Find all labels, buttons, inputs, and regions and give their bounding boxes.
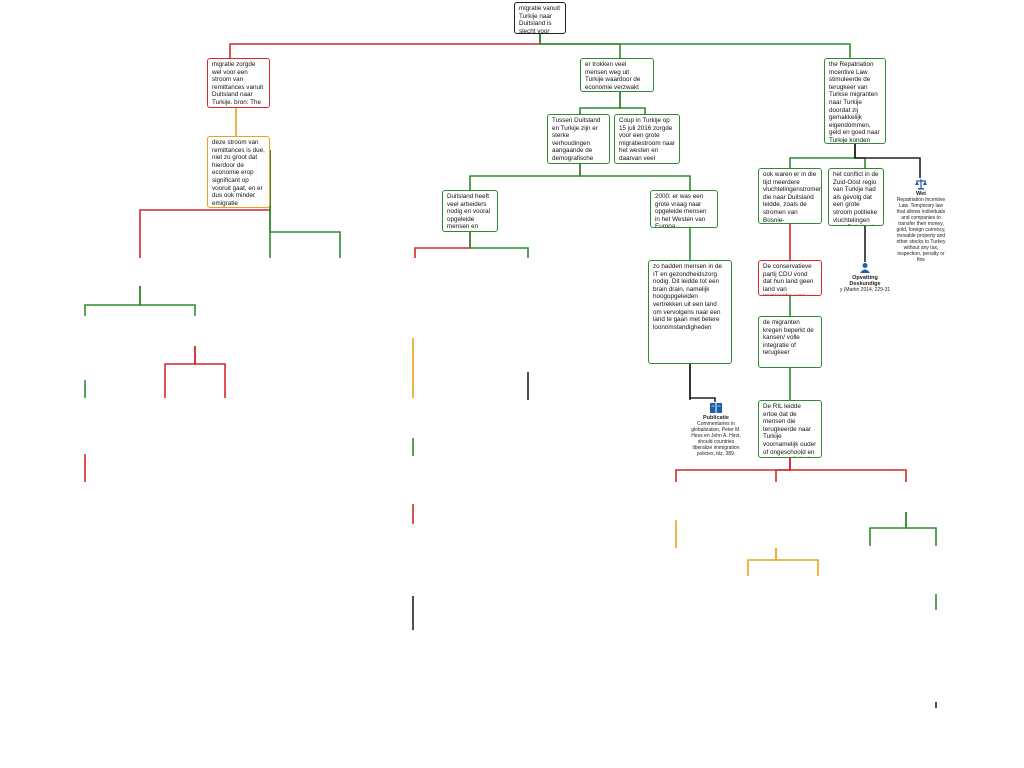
node-text: Tussen Duitsland en Turkije zijn er ster… — [552, 117, 601, 163]
argument-node[interactable]: bijdrage de migranten kregen beperkt de … — [758, 316, 822, 368]
resource-wet[interactable]: Wet Repatriation Incentive Law. Temporar… — [896, 178, 946, 263]
argument-node[interactable]: omkering deze stroom van remittances is … — [207, 136, 270, 208]
node-text: de migranten kregen beperkt de kansen/ v… — [763, 319, 816, 357]
argument-node[interactable]: bijdrage ook waren er in die tijd meerde… — [758, 168, 822, 224]
node-text: the Repatriation Incentive Law stimuleer… — [829, 61, 880, 144]
book-icon — [710, 403, 722, 413]
resource-text: Repatriation Incentive Law. Temporary la… — [896, 197, 946, 263]
node-text: De conservatieve partij CDU vond dat hun… — [763, 263, 814, 295]
argument-node[interactable]: bezwaar De conservatieve partij CDU vond… — [758, 260, 822, 296]
node-text: er trokken veel mensen weg uit Turkije w… — [585, 61, 643, 91]
node-text: ook waren er in die tijd meerdere vlucht… — [763, 171, 822, 224]
argument-node[interactable]: bijdrage er trokken veel mensen weg uit … — [580, 58, 654, 92]
resource-publicatie[interactable]: Publicatie Commentaries in globalization… — [690, 402, 742, 457]
argument-node[interactable]: bijdrage zo hadden mensen in de IT en ge… — [648, 260, 732, 364]
node-text: Duitsland heeft veel arbeiders nodig en … — [447, 193, 491, 231]
node-text: migratie zorgde wel voor een stroom van … — [212, 61, 264, 107]
expert-icon — [860, 263, 870, 273]
argument-node[interactable]: bijdrage Coup in Turkije op 15 juli 2016… — [614, 114, 680, 164]
resource-kind: Wet — [916, 191, 926, 197]
node-text: het conflict in de Zuid-Oost regio van T… — [833, 171, 879, 225]
node-text: Coup in Turkije op 15 juli 2016 zorgde v… — [619, 117, 675, 163]
root-node[interactable]: migratie vanuit Turkije naar Duitsland i… — [514, 2, 566, 34]
node-text: 2000: er was een grote vraag naar opgele… — [655, 193, 709, 228]
resource-text: Commentaries in globalization, Peter M. … — [691, 421, 741, 457]
argument-node[interactable]: bijdrage Tussen Duitsland en Turkije zij… — [547, 114, 610, 164]
node-text: deze stroom van remittances is due, niet… — [212, 139, 265, 207]
resource-kind: Publicatie — [703, 415, 729, 421]
argument-node[interactable]: bijdrage Duitsland heeft veel arbeiders … — [442, 190, 498, 232]
argument-node[interactable]: bijdrage the Repatriation Incentive Law … — [824, 58, 886, 144]
argument-node[interactable]: bijdrage De RIL leidde ertoe dat de mens… — [758, 400, 822, 458]
resource-opvatting[interactable]: Opvatting Deskundige y (Martin 2014, 229… — [838, 262, 892, 293]
argument-node[interactable]: bijdrage het conflict in de Zuid-Oost re… — [828, 168, 884, 226]
resource-kind: Opvatting Deskundige — [849, 275, 881, 287]
node-text: migratie vanuit Turkije naar Duitsland i… — [519, 5, 560, 34]
node-text: zo hadden mensen in de IT en gezondheids… — [653, 263, 724, 331]
resource-text: y (Martin 2014, 229-31 — [839, 287, 891, 293]
argument-node[interactable]: bezwaar migratie zorgde wel voor een str… — [207, 58, 270, 108]
argument-node[interactable]: bijdrage 2000: er was een grote vraag na… — [650, 190, 718, 228]
node-text: De RIL leidde ertoe dat de mensen die te… — [763, 403, 817, 457]
scales-icon — [915, 179, 927, 190]
